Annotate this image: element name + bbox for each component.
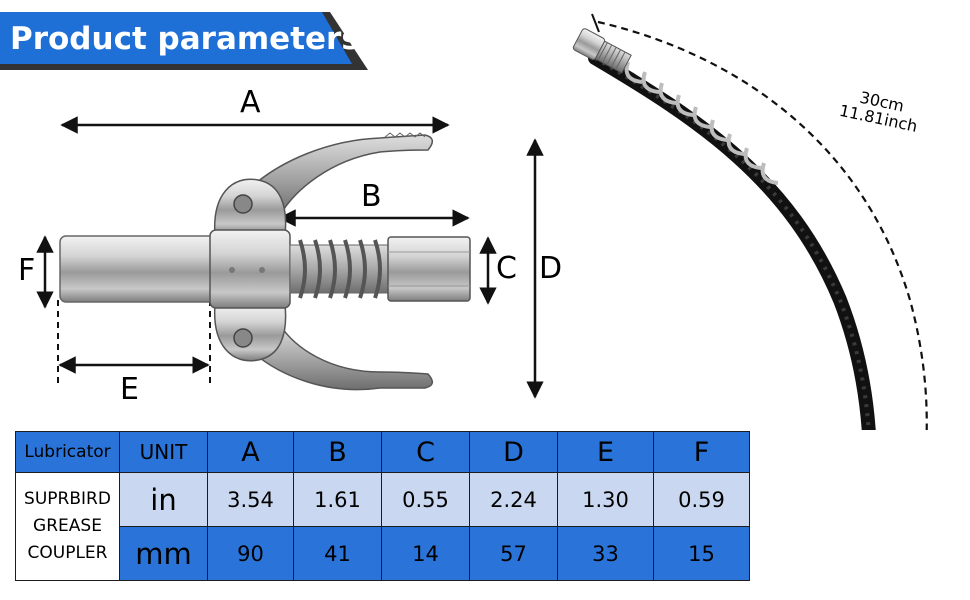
product-line-1: SUPRBIRD	[24, 488, 111, 509]
value-in-d: 2.24	[469, 472, 558, 527]
label-f: F	[18, 253, 36, 288]
hose-illustration	[572, 13, 928, 430]
header-lubricator: Lubricator	[15, 431, 120, 473]
value-mm-f: 15	[653, 526, 750, 581]
hose-length-arc	[597, 20, 928, 430]
header-banner: Product parameters	[0, 12, 368, 70]
value-in-e: 1.30	[557, 472, 654, 527]
header-col-d: D	[469, 431, 558, 473]
header-unit: UNIT	[119, 431, 208, 473]
header-col-a: A	[207, 431, 294, 473]
value-mm-b: 41	[293, 526, 382, 581]
value-mm-c: 14	[381, 526, 470, 581]
product-name-cell: SUPRBIRD GREASE COUPLER	[15, 472, 120, 581]
value-mm-d: 57	[469, 526, 558, 581]
page-title: Product parameters	[10, 21, 360, 57]
coupler-diagram	[36, 13, 928, 430]
value-in-f: 0.59	[653, 472, 750, 527]
label-d: D	[539, 251, 563, 286]
unit-in: in	[119, 472, 208, 527]
value-in-c: 0.55	[381, 472, 470, 527]
unit-mm: mm	[119, 526, 208, 581]
parameters-table: Lubricator UNIT A B C D E F SUPRBIRD GRE…	[15, 431, 750, 581]
label-a: A	[240, 85, 261, 120]
product-line-3: COUPLER	[27, 543, 108, 564]
table-row-in: SUPRBIRD GREASE COUPLER in 3.54 1.61 0.5…	[15, 472, 750, 581]
value-in-b: 1.61	[293, 472, 382, 527]
label-c: C	[496, 251, 517, 286]
header-col-f: F	[653, 431, 750, 473]
header-col-c: C	[381, 431, 470, 473]
banner-shape	[0, 12, 368, 70]
label-b: B	[361, 179, 382, 214]
value-in-a: 3.54	[207, 472, 294, 527]
table-row-mm: mm 90 41 14 57 33 15	[16, 526, 750, 581]
value-mm-e: 33	[557, 526, 654, 581]
hose-length-start-tick	[591, 13, 600, 33]
product-line-2: GREASE	[33, 515, 102, 536]
header-col-b: B	[293, 431, 382, 473]
value-mm-a: 90	[207, 526, 294, 581]
label-e: E	[120, 372, 139, 407]
grease-coupler-illustration	[59, 132, 471, 391]
header-col-e: E	[557, 431, 654, 473]
table-header-row: Lubricator UNIT A B C D E F	[15, 431, 750, 473]
